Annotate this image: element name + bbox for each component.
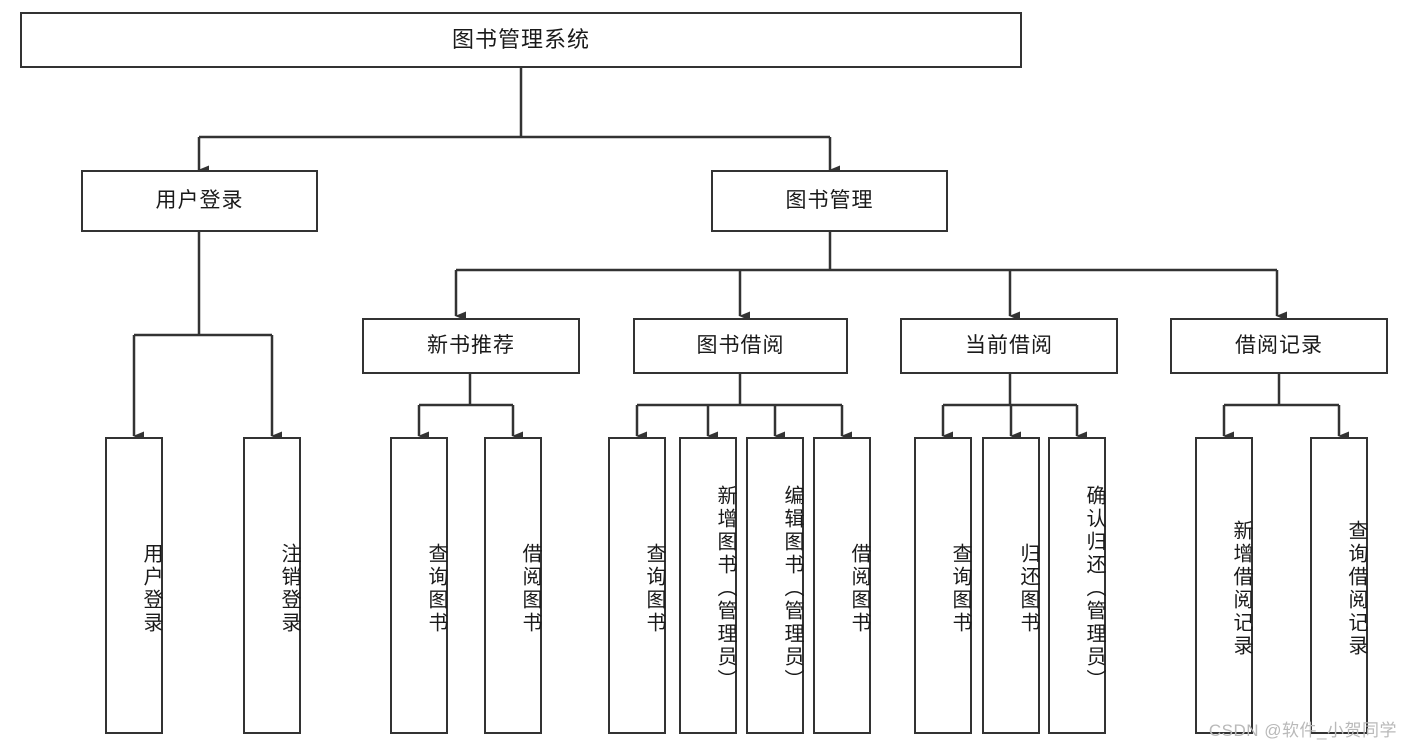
node-label: 新增图书（管理员） <box>714 485 736 692</box>
csdn-watermark: CSDN @软件_小贺同学 <box>1208 721 1397 740</box>
node-user-login[interactable]: 用户登录 <box>81 170 318 232</box>
node-label: 新增借阅记录 <box>1230 519 1252 658</box>
node-borrow-record[interactable]: 借阅记录 <box>1170 318 1388 374</box>
node-label: 用户登录 <box>155 189 244 213</box>
node-new-book-recommend[interactable]: 新书推荐 <box>362 318 580 374</box>
node-book-management[interactable]: 图书管理 <box>711 170 948 232</box>
node-label: 确认归还（管理员） <box>1083 485 1105 692</box>
node-label: 编辑图书（管理员） <box>781 485 803 692</box>
node-leaf-return-book[interactable]: 归还图书 <box>982 437 1040 734</box>
node-current-borrow[interactable]: 当前借阅 <box>900 318 1118 374</box>
node-label: 查询借阅记录 <box>1345 519 1367 658</box>
node-label: 借阅图书 <box>848 542 870 635</box>
node-label: 借阅图书 <box>519 542 541 635</box>
node-label: 图书管理系统 <box>451 26 590 52</box>
node-leaf-add-book-admin[interactable]: 新增图书（管理员） <box>679 437 737 734</box>
node-leaf-confirm-return-admin[interactable]: 确认归还（管理员） <box>1048 437 1106 734</box>
node-label: 用户登录 <box>140 542 162 635</box>
node-label: 当前借阅 <box>965 334 1053 358</box>
node-leaf-query-book-borrow[interactable]: 查询图书 <box>608 437 666 734</box>
node-leaf-borrow-book[interactable]: 借阅图书 <box>813 437 871 734</box>
node-label: 图书管理 <box>785 189 874 213</box>
node-label: 注销登录 <box>278 542 300 635</box>
node-label: 借阅记录 <box>1235 334 1323 358</box>
node-root-book-management-system[interactable]: 图书管理系统 <box>20 12 1022 68</box>
node-leaf-query-book-current[interactable]: 查询图书 <box>914 437 972 734</box>
node-leaf-add-borrow-record[interactable]: 新增借阅记录 <box>1195 437 1253 734</box>
node-leaf-query-borrow-record[interactable]: 查询借阅记录 <box>1310 437 1368 734</box>
node-label: 新书推荐 <box>427 334 515 358</box>
node-leaf-edit-book-admin[interactable]: 编辑图书（管理员） <box>746 437 804 734</box>
node-book-borrow[interactable]: 图书借阅 <box>633 318 848 374</box>
node-leaf-borrow-book-recommend[interactable]: 借阅图书 <box>484 437 542 734</box>
node-label: 查询图书 <box>643 542 665 635</box>
node-leaf-logout[interactable]: 注销登录 <box>243 437 301 734</box>
node-leaf-user-login[interactable]: 用户登录 <box>105 437 163 734</box>
node-leaf-query-book-recommend[interactable]: 查询图书 <box>390 437 448 734</box>
node-label: 归还图书 <box>1017 542 1039 635</box>
node-label: 查询图书 <box>949 542 971 635</box>
node-label: 图书借阅 <box>696 334 785 358</box>
node-label: 查询图书 <box>425 542 447 635</box>
